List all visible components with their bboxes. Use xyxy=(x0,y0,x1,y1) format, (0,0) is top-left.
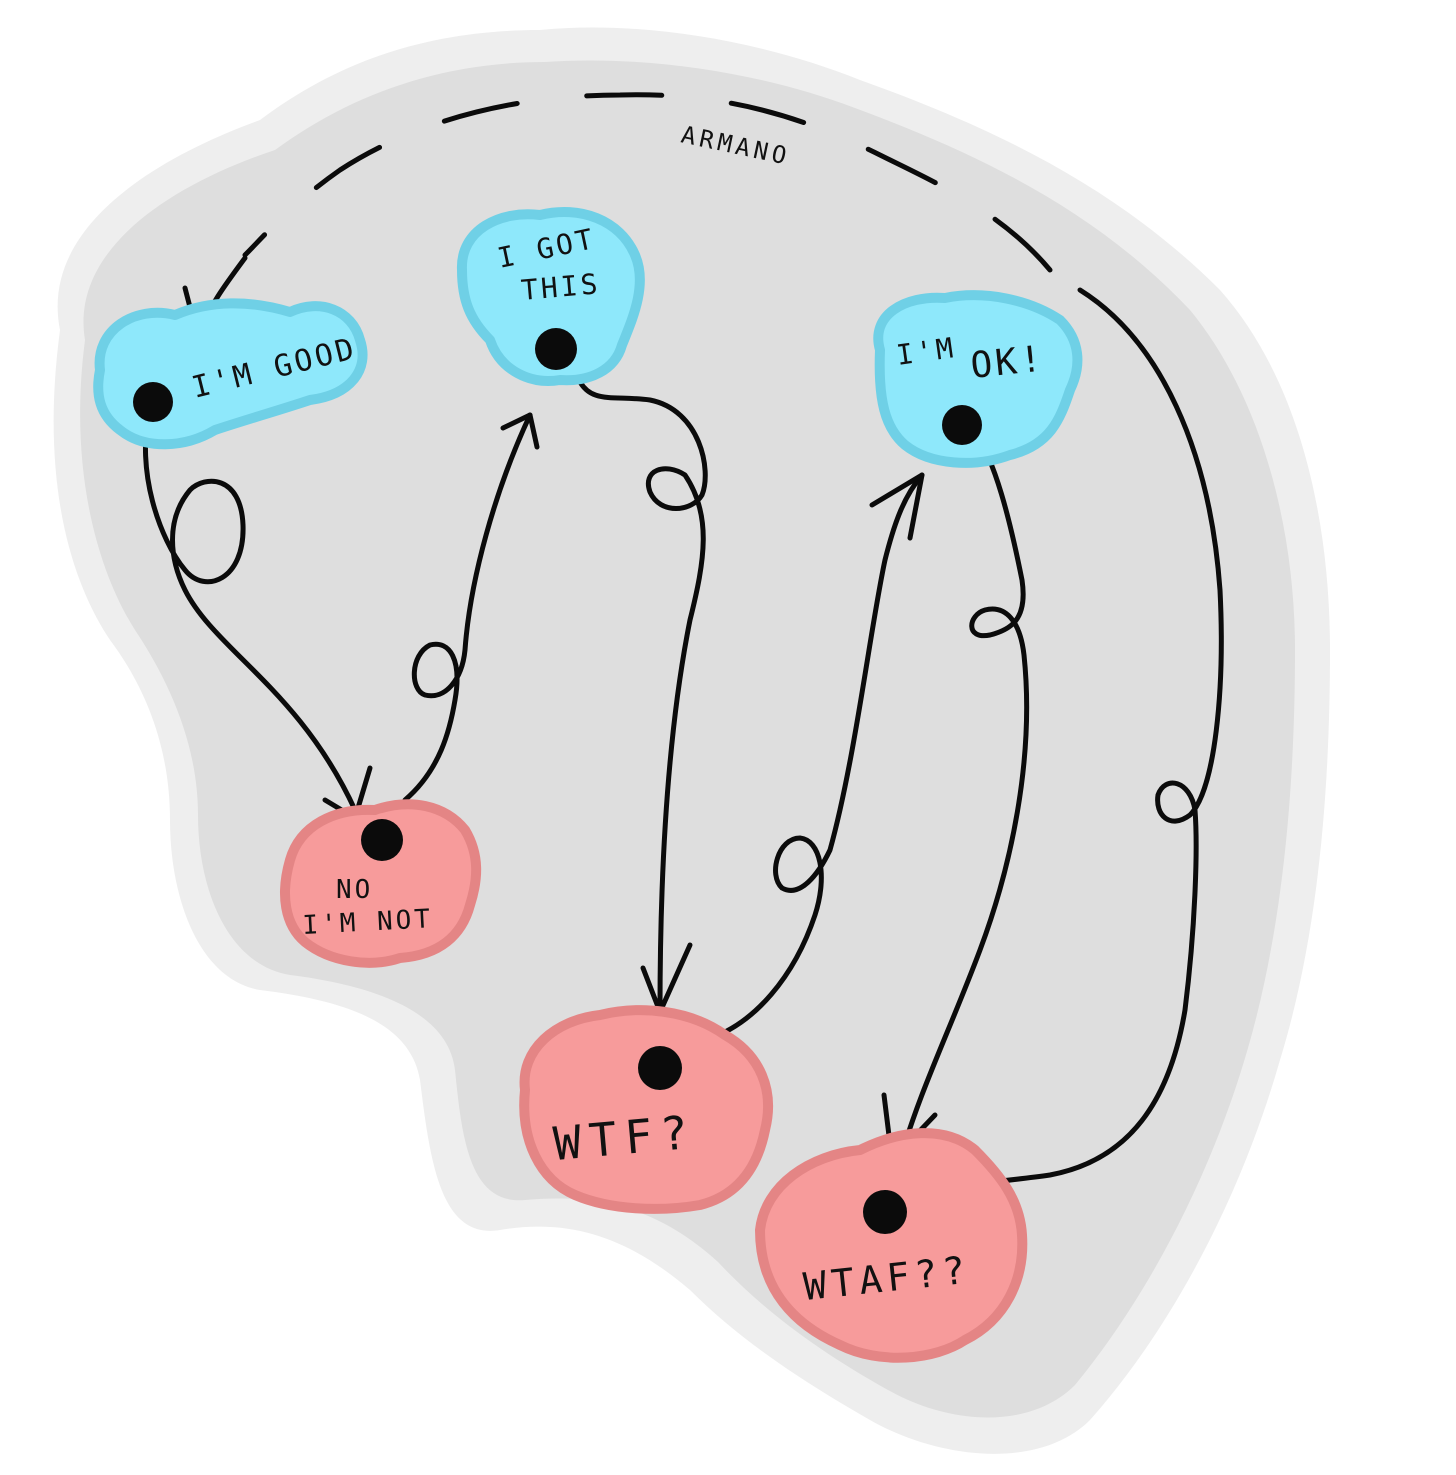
node-no-im-not: NO I'M NOT xyxy=(280,799,482,968)
arrowhead-im-ok xyxy=(869,472,925,541)
edge-wtf-to-im-ok xyxy=(702,472,925,1043)
node-no-im-not-line1: NO xyxy=(336,875,373,905)
node-im-good-dot xyxy=(133,382,173,422)
dashed-return-arc xyxy=(242,92,1053,273)
node-wtf-dot xyxy=(638,1046,682,1090)
node-wtaf: WTAF?? xyxy=(755,1128,1028,1363)
edge-im-ok-to-wtaf xyxy=(897,430,1030,1163)
node-wtf-blob xyxy=(519,1005,774,1214)
node-im-ok-dot xyxy=(942,405,982,445)
arrowhead-i-got-this xyxy=(500,412,540,450)
node-wtf-label: WTF? xyxy=(551,1105,698,1171)
node-wtaf-blob xyxy=(755,1128,1028,1363)
node-im-ok: I'M OK! xyxy=(873,290,1083,468)
node-i-got-this: I GOT THIS xyxy=(456,207,645,386)
node-no-im-not-line2: I'M NOT xyxy=(302,904,434,941)
edge-no-im-not-to-i-got-this xyxy=(402,412,533,803)
node-im-ok-line2: OK! xyxy=(969,338,1047,387)
background-panel xyxy=(80,60,1295,1418)
node-im-good: I'M GOOD xyxy=(93,298,368,450)
edge-wtaf-return xyxy=(882,287,1224,1213)
node-wtaf-dot xyxy=(863,1190,907,1234)
node-wtf: WTF? xyxy=(519,1005,774,1214)
node-i-got-this-dot xyxy=(535,328,577,370)
node-im-ok-blob xyxy=(873,290,1083,468)
node-i-got-this-blob xyxy=(456,207,645,386)
node-no-im-not-blob xyxy=(280,799,482,968)
node-im-ok-line1: I'M xyxy=(894,331,958,372)
edge-i-got-this-to-wtf xyxy=(575,375,708,1013)
edge-im-good-to-no-im-not xyxy=(142,407,358,813)
node-no-im-not-dot xyxy=(361,819,403,861)
node-i-got-this-line2: THIS xyxy=(520,267,602,307)
